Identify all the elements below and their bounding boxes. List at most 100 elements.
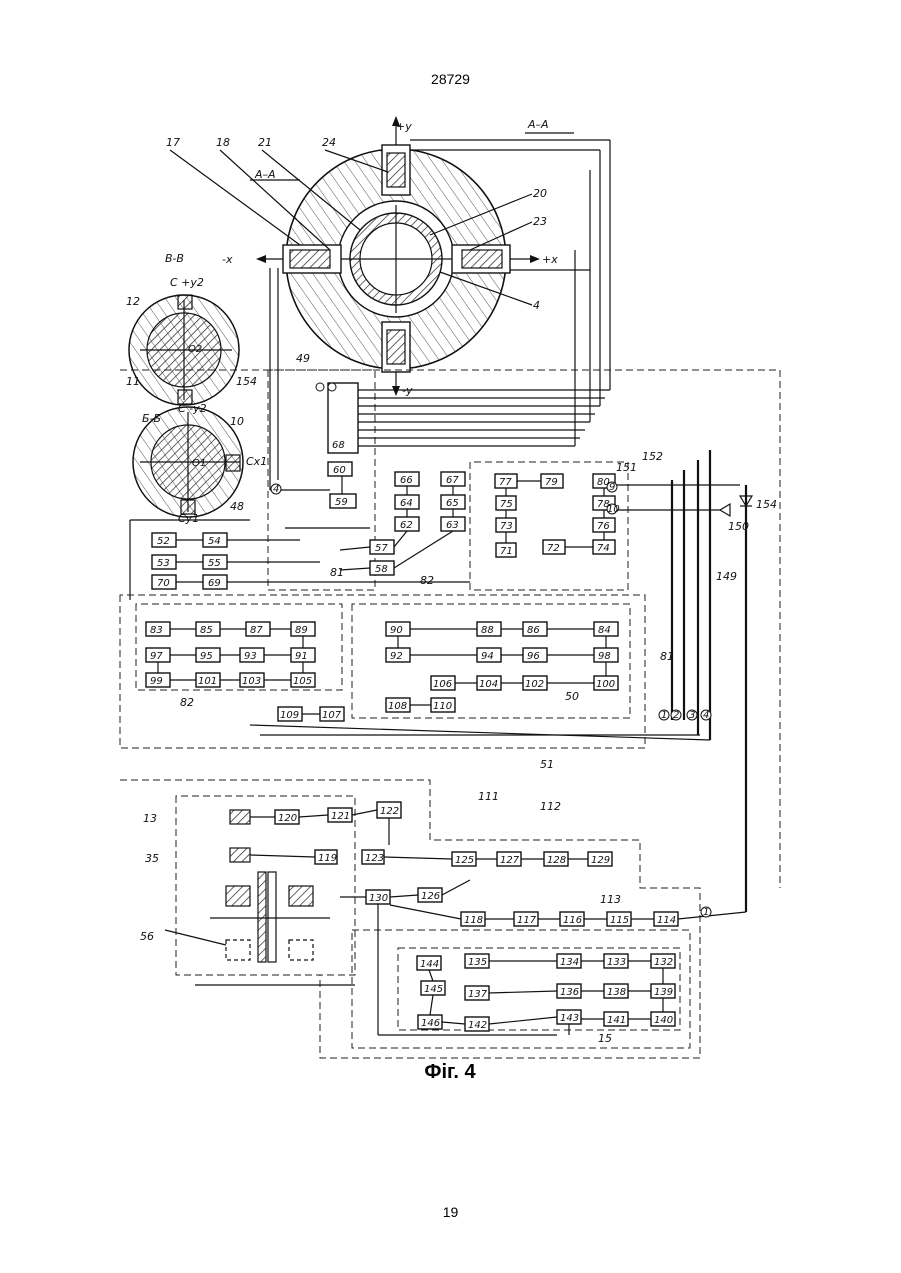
- block-53-label: 53: [157, 558, 170, 569]
- block-54-label: 54: [208, 536, 221, 547]
- section-label-aa-left: A–A: [254, 168, 276, 181]
- block-132-label: 132: [654, 957, 673, 968]
- block-57-label: 57: [375, 543, 388, 554]
- mark-1-bottom: 1: [703, 907, 709, 918]
- block-126-label: 126: [421, 891, 440, 902]
- block-93-label: 93: [244, 651, 257, 662]
- block-136-label: 136: [560, 987, 579, 998]
- block-141-label: 141: [607, 1015, 626, 1026]
- mark-10: 10: [607, 504, 620, 515]
- mechanism-35: [165, 872, 330, 962]
- block-67-label: 67: [446, 475, 459, 486]
- block-103-label: 103: [242, 676, 261, 687]
- axis-minus-x: -x: [222, 253, 233, 266]
- block-142-label: 142: [468, 1020, 487, 1031]
- callout-61: 82: [420, 574, 434, 587]
- block-63-label: 63: [446, 520, 459, 531]
- callout-82: 50: [565, 690, 579, 703]
- block-104-label: 104: [479, 679, 498, 690]
- block-138-label: 138: [607, 987, 626, 998]
- block-114-label: 114: [657, 915, 676, 926]
- axis-plus-y: +y: [396, 120, 412, 133]
- block-118-label: 118: [464, 915, 483, 926]
- block-84-label: 84: [598, 625, 611, 636]
- mark-2: 2: [673, 710, 679, 721]
- block-60-label: 60: [333, 465, 346, 476]
- block-119-label: 119: [318, 853, 337, 864]
- label-c-x1: Cx1: [246, 455, 267, 468]
- block-91-label: 91: [295, 651, 308, 662]
- callout-12: 12: [126, 295, 140, 308]
- block-55-label: 55: [208, 558, 221, 569]
- callout-48: 49: [296, 352, 310, 365]
- block-144-label: 144: [420, 959, 439, 970]
- block-108-label: 108: [388, 701, 407, 712]
- callout-49: 152: [642, 450, 663, 463]
- block-137-label: 137: [468, 989, 488, 1000]
- block-115-label: 115: [610, 915, 629, 926]
- block-116-label: 116: [563, 915, 582, 926]
- callout-9: 10: [230, 415, 244, 428]
- block-64-label: 64: [400, 498, 413, 509]
- sensor-13: [230, 848, 250, 862]
- block-83-label: 83: [150, 625, 163, 636]
- block-88-label: 88: [481, 625, 494, 636]
- callout-50: 51: [540, 758, 554, 771]
- block-110-label: 110: [433, 701, 452, 712]
- block-69-label: 69: [208, 578, 221, 589]
- block-95-label: 95: [200, 651, 213, 662]
- callout-15: 13: [143, 812, 157, 825]
- callout-153: 154: [756, 498, 777, 511]
- block-123-label: 123: [365, 853, 384, 864]
- block-146-label: 146: [421, 1018, 440, 1029]
- callout-56: 81: [330, 566, 344, 579]
- block-107-label: 107: [322, 710, 342, 721]
- callout-150: 149: [716, 570, 737, 583]
- block-128-label: 128: [547, 855, 566, 866]
- block-127-label: 127: [500, 855, 520, 866]
- callout-4: 4: [533, 299, 540, 312]
- block-59-label: 59: [335, 497, 348, 508]
- mark-4-left: 4: [273, 484, 279, 495]
- block-96-label: 96: [527, 651, 540, 662]
- block-129-label: 129: [591, 855, 610, 866]
- callout-111: 113: [600, 893, 621, 906]
- block-70-label: 70: [157, 578, 170, 589]
- block-105-label: 105: [293, 676, 312, 687]
- callout-81: 82: [180, 696, 194, 709]
- block-90-label: 90: [390, 625, 403, 636]
- block-130-label: 130: [369, 893, 388, 904]
- callout-112: 111: [478, 790, 499, 803]
- label-c-y1: Cy1: [178, 512, 199, 525]
- block-65-label: 65: [446, 498, 459, 509]
- callout-51: 112: [540, 800, 561, 813]
- block-139-label: 139: [654, 987, 673, 998]
- block-77-label: 77: [499, 477, 512, 488]
- label-o2: O2: [188, 344, 202, 355]
- mark-9: 9: [609, 482, 615, 493]
- mark-4: 4: [703, 710, 709, 721]
- block-135-label: 135: [468, 957, 487, 968]
- callout-17: 17: [166, 136, 180, 149]
- block-71-label: 71: [500, 546, 513, 557]
- block-94-label: 94: [481, 651, 494, 662]
- label-o1: O1: [192, 458, 206, 469]
- block-97-label: 97: [150, 651, 163, 662]
- callout-152: 151: [616, 461, 637, 474]
- sensor-15: [230, 810, 250, 824]
- section-vv-wheel: [129, 295, 239, 405]
- block-85-label: 85: [200, 625, 213, 636]
- axis-plus-x: +x: [542, 253, 558, 266]
- block-87-label: 87: [250, 625, 263, 636]
- block-79-label: 79: [545, 477, 558, 488]
- callout-24: 24: [322, 136, 336, 149]
- block-72-label: 72: [547, 543, 560, 554]
- block-134-label: 134: [560, 957, 579, 968]
- block-89-label: 89: [295, 625, 308, 636]
- label-c-plus-y2: C +y2: [170, 276, 204, 289]
- section-label-bb: Б-Б: [142, 412, 161, 425]
- callout-10: 48: [230, 500, 244, 513]
- mark-3: 3: [689, 710, 695, 721]
- callout-18: 18: [216, 136, 230, 149]
- block-133-label: 133: [607, 957, 626, 968]
